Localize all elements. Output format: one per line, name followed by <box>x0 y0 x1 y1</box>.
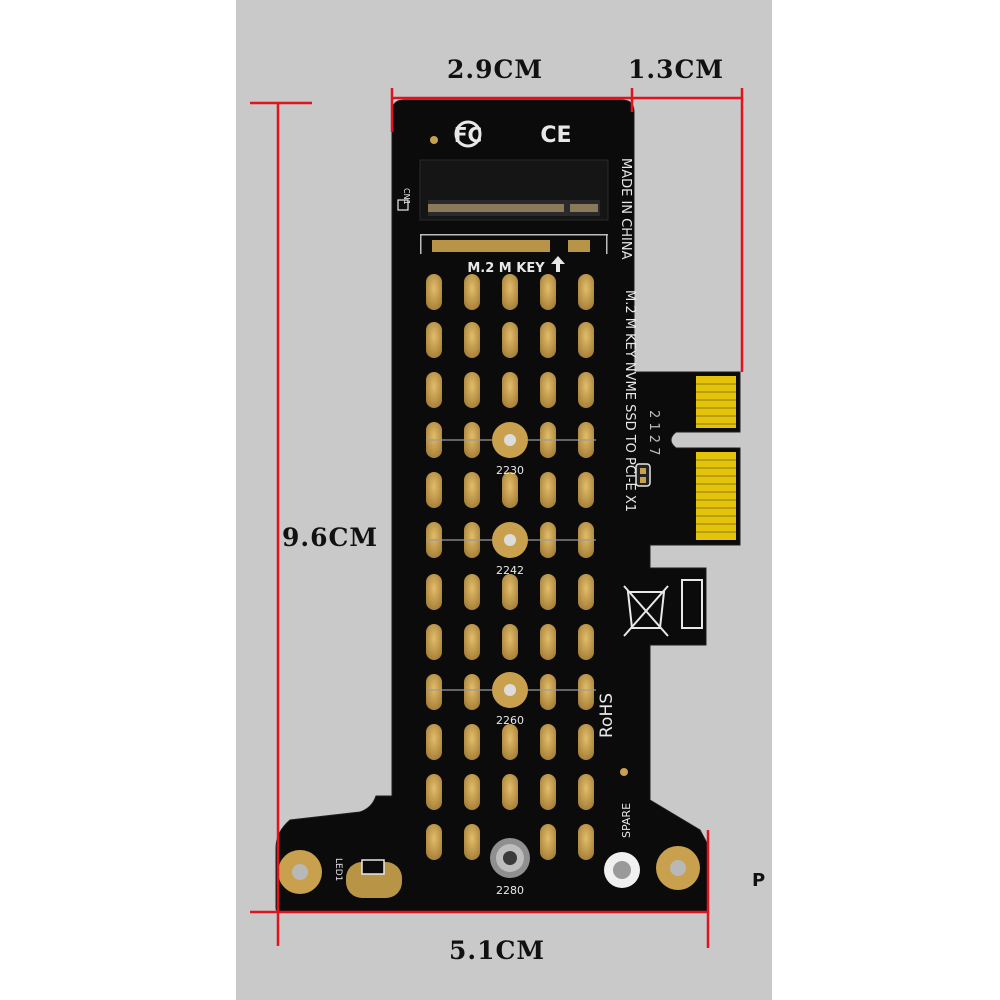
handwritten-mark: 2 1 2 7 <box>646 410 661 455</box>
mount-label-2260: 2260 <box>496 714 524 727</box>
slot-ref: CN1 <box>402 188 411 205</box>
bin-symbol-frame <box>681 579 703 629</box>
product-label: M.2 M KEY NVME SSD TO PCI-E X1 <box>622 290 637 512</box>
fc-mark: FC <box>454 123 482 147</box>
dimension-height: 9.6CM <box>282 523 379 552</box>
m2-connector <box>419 159 609 221</box>
mount-hole-2260 <box>492 672 528 708</box>
made-in-label: MADE IN CHINA <box>618 158 633 260</box>
up-arrow-icon <box>551 256 565 272</box>
dimension-top-width: 2.9CM <box>447 55 544 84</box>
led-pad <box>346 862 402 898</box>
fc-logo <box>454 120 482 148</box>
connector-label: M.2 M KEY <box>467 261 545 276</box>
rohs-label: RoHS <box>597 693 617 738</box>
ce-mark: CE <box>540 123 571 148</box>
spare-ring <box>604 852 640 888</box>
corner-hole-right <box>656 846 700 890</box>
test-pad <box>430 136 438 144</box>
dimension-lines <box>250 88 744 948</box>
mount-label-2230: 2230 <box>496 464 524 477</box>
mount-hole-2242 <box>492 522 528 558</box>
cropped-edge-letter: P <box>752 870 766 891</box>
gold-pad-grid <box>426 274 594 860</box>
smd-component <box>635 463 651 487</box>
pcie-gold-fingers <box>696 376 736 540</box>
standoff-2280 <box>490 838 530 878</box>
led-ref: LED1 <box>333 858 343 881</box>
via-dot <box>620 768 628 776</box>
mount-label-2242: 2242 <box>496 564 524 577</box>
weee-bin-icon <box>623 585 669 637</box>
mount-label-2280: 2280 <box>496 884 524 897</box>
connector-pads <box>432 240 590 252</box>
mount-hole-2230 <box>492 422 528 458</box>
spare-label: SPARE <box>620 803 633 838</box>
corner-hole-left <box>278 850 322 894</box>
dimension-bottom-width: 5.1CM <box>449 936 546 965</box>
dimension-top-side: 1.3CM <box>628 55 725 84</box>
